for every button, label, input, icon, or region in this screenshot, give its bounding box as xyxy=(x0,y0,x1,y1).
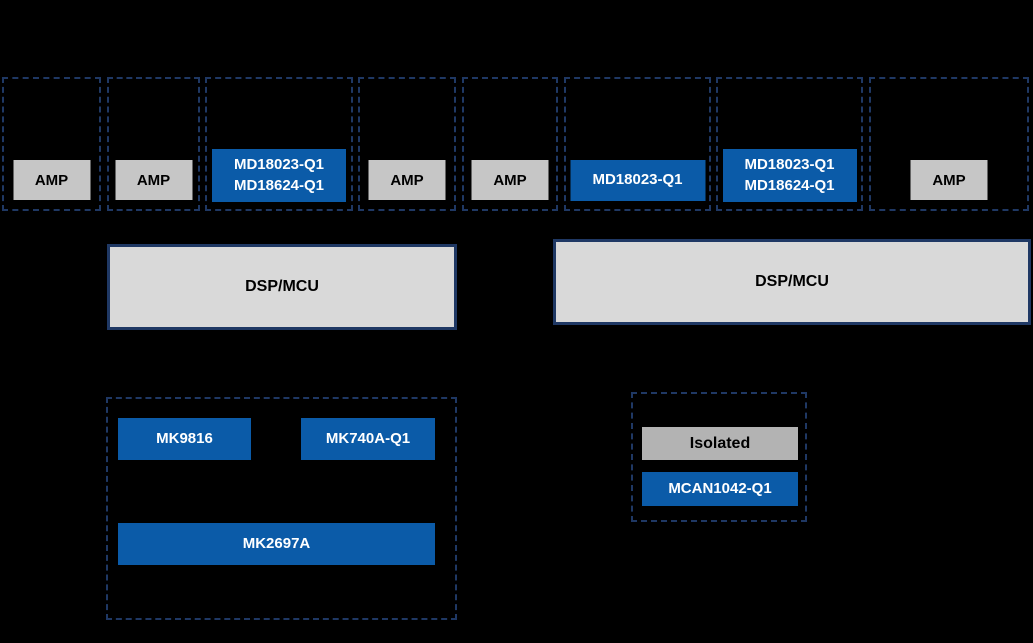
dsp-mcu-label: DSP/MCU xyxy=(755,273,829,290)
part-label-line1: MD18023-Q1 xyxy=(233,156,325,174)
part-label-line2: MD18624-Q1 xyxy=(233,176,325,194)
part-label: MK9816 xyxy=(156,429,213,447)
isolated-block: Isolated xyxy=(642,427,798,460)
isolated-label: Isolated xyxy=(689,434,751,452)
amp-label: AMP xyxy=(932,171,966,189)
part-block-mcan1042: MCAN1042-Q1 xyxy=(642,472,798,506)
amp-block: AMP xyxy=(115,160,192,200)
dsp-mcu-block-left: DSP/MCU xyxy=(107,244,457,330)
channel-box-2: AMP xyxy=(107,77,200,211)
part-block-mk740a: MK740A-Q1 xyxy=(301,418,435,460)
part-block-md18023-md18624: MD18023-Q1 MD18624-Q1 xyxy=(722,149,857,202)
channel-box-1: AMP xyxy=(2,77,101,211)
dsp-mcu-label: DSP/MCU xyxy=(245,278,319,295)
part-block-md18023: MD18023-Q1 xyxy=(570,160,705,201)
amp-block: AMP xyxy=(910,160,988,200)
channel-box-4: AMP xyxy=(358,77,456,211)
channel-box-8: AMP xyxy=(869,77,1029,211)
part-label: MK740A-Q1 xyxy=(325,429,411,447)
part-block-md18023-md18624: MD18023-Q1 MD18624-Q1 xyxy=(212,149,346,202)
part-block-mk9816: MK9816 xyxy=(118,418,251,460)
amp-block: AMP xyxy=(13,160,90,200)
power-group-box: MK9816 MK740A-Q1 MK2697A xyxy=(106,397,457,620)
amp-label: AMP xyxy=(390,171,424,189)
amp-block: AMP xyxy=(368,160,446,200)
part-label: MK2697A xyxy=(242,534,311,552)
channel-box-6: MD18023-Q1 xyxy=(564,77,711,211)
amp-block: AMP xyxy=(471,160,549,200)
amp-label: AMP xyxy=(493,171,527,189)
part-label-line1: MD18023-Q1 xyxy=(744,156,835,174)
amp-label: AMP xyxy=(136,171,171,189)
part-label: MD18023-Q1 xyxy=(592,171,683,189)
channel-box-5: AMP xyxy=(462,77,558,211)
dsp-mcu-block-right: DSP/MCU xyxy=(553,239,1031,325)
channel-box-7: MD18023-Q1 MD18624-Q1 xyxy=(716,77,863,211)
amp-label: AMP xyxy=(34,171,69,189)
can-group-box: Isolated MCAN1042-Q1 xyxy=(631,392,807,522)
part-label-line2: MD18624-Q1 xyxy=(744,176,835,194)
part-block-mk2697a: MK2697A xyxy=(118,523,435,565)
channel-box-3: MD18023-Q1 MD18624-Q1 xyxy=(205,77,353,211)
part-label: MCAN1042-Q1 xyxy=(668,479,772,497)
